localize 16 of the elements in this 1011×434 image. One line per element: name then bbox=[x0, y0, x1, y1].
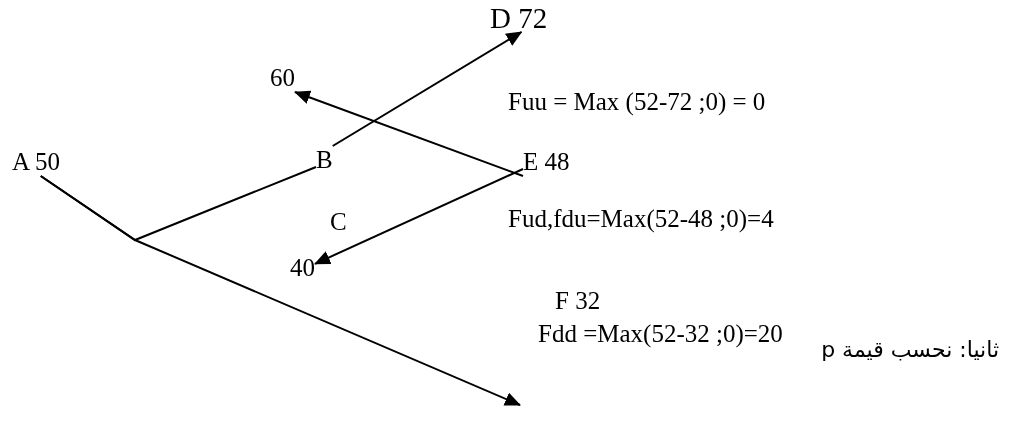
node-label: 40 bbox=[290, 254, 315, 282]
node-label: C bbox=[330, 208, 347, 236]
arrow bbox=[331, 31, 523, 147]
note-text: ثانيا: نحسب قيمة p bbox=[821, 336, 999, 364]
node-label: D 72 bbox=[490, 4, 548, 32]
formula-text: Fud,fdu=Max(52-48 ;0)=4 bbox=[508, 205, 774, 233]
formula-text: Fdd =Max(52-32 ;0)=20 bbox=[538, 320, 783, 348]
node-label: E 48 bbox=[523, 148, 570, 176]
arrow bbox=[294, 90, 524, 177]
arrow bbox=[314, 168, 524, 265]
node-label: F 32 bbox=[555, 287, 601, 315]
node-label: 60 bbox=[270, 64, 295, 92]
node-label: B bbox=[316, 146, 333, 174]
arrow bbox=[39, 175, 521, 406]
formula-text: Fuu = Max (52-72 ;0) = 0 bbox=[508, 88, 766, 116]
node-label: A 50 bbox=[12, 148, 60, 176]
